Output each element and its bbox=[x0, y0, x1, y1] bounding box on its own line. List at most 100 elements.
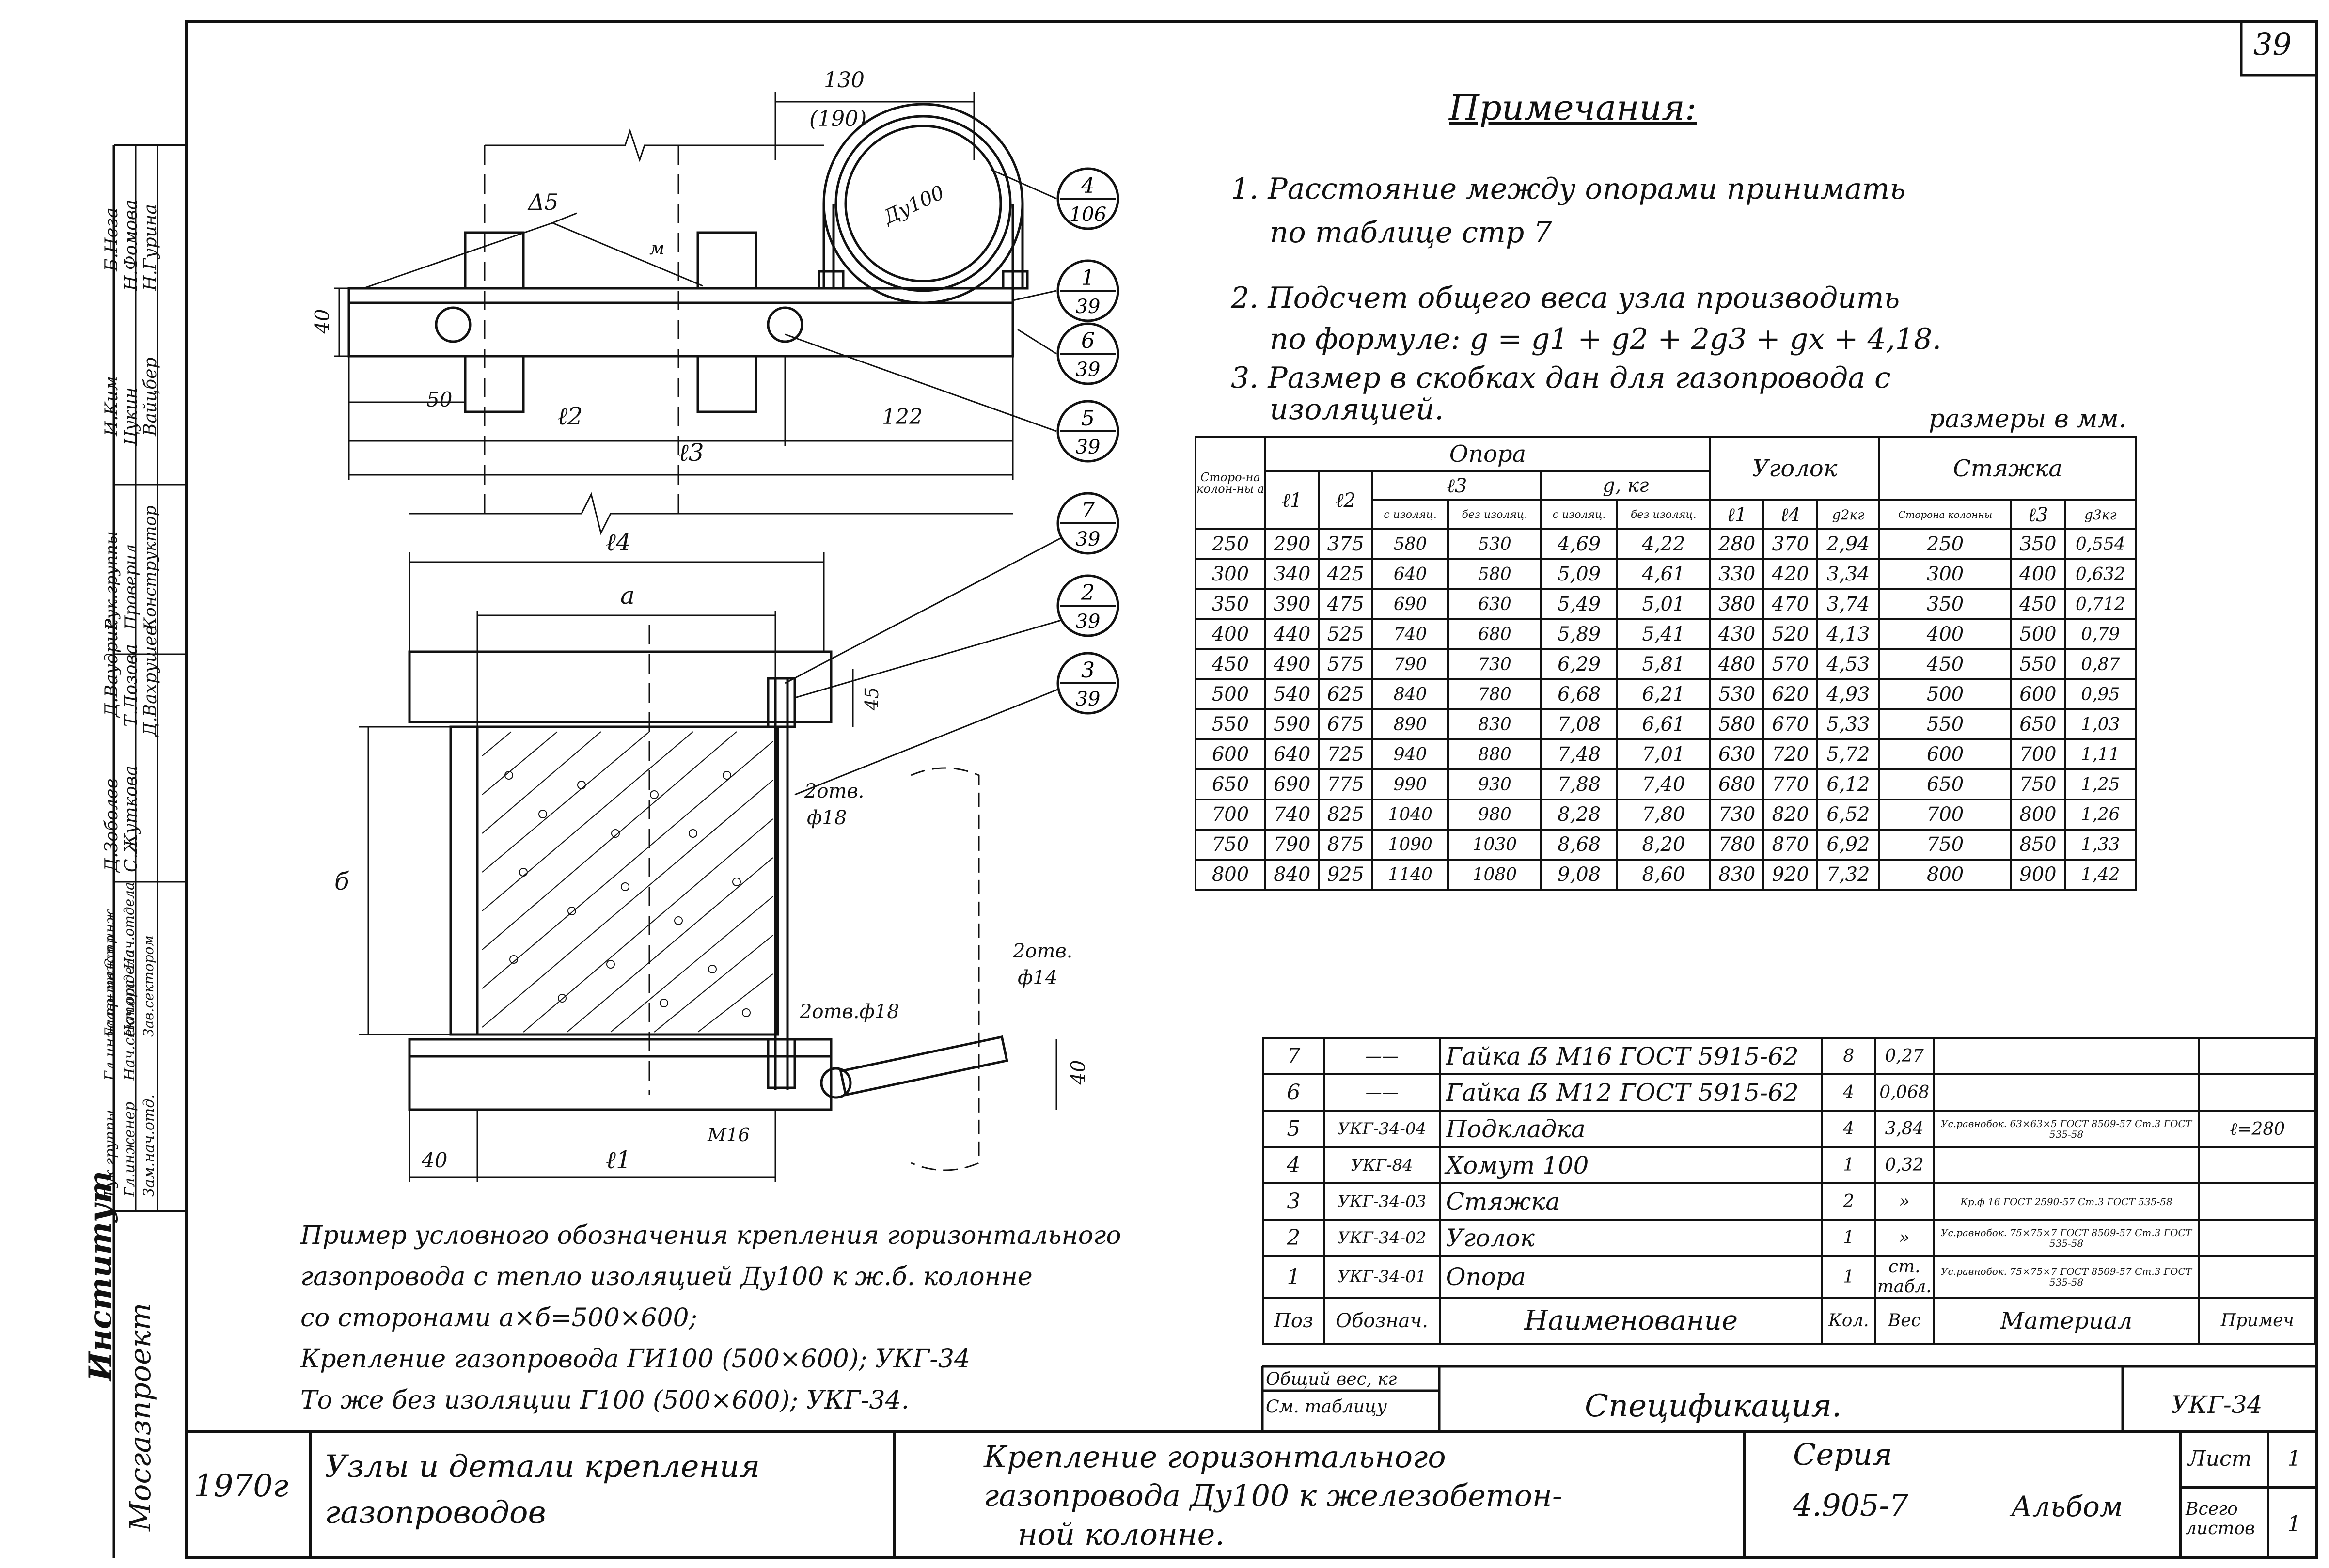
table-cell: 1090 bbox=[1371, 829, 1449, 861]
spec-qty-cell: 1 bbox=[1821, 1219, 1876, 1257]
callout-number: 2 bbox=[1081, 580, 1095, 605]
table-cell: 4,61 bbox=[1616, 558, 1711, 590]
table-cell: 790 bbox=[1264, 829, 1320, 861]
table-cell: 280 bbox=[1709, 528, 1765, 560]
spec-name-cell: Подкладка bbox=[1439, 1110, 1823, 1148]
institute-label: Институт bbox=[82, 1170, 119, 1381]
table-cell: 7,88 bbox=[1540, 768, 1618, 800]
stamp-name: Д.Вахрушев bbox=[141, 625, 160, 737]
callout-number: 3 bbox=[1081, 658, 1095, 683]
dim-45: 45 bbox=[861, 687, 883, 711]
table-cell: 625 bbox=[1318, 678, 1373, 710]
note-line-5: 3. Размер в скобках дан для газопровода … bbox=[1231, 361, 1891, 395]
bolt-mid bbox=[767, 306, 803, 343]
dim-122: 122 bbox=[882, 405, 923, 429]
table-cell: 5,01 bbox=[1616, 588, 1711, 620]
spec-footer-lines bbox=[1261, 1365, 2316, 1432]
spec-pos-cell: 7 bbox=[1262, 1037, 1325, 1075]
table-cell: 5,89 bbox=[1540, 618, 1618, 650]
table-cell: 640 bbox=[1371, 558, 1449, 590]
spec-pos-cell: 2 bbox=[1262, 1219, 1325, 1257]
table-cell: 8,60 bbox=[1616, 859, 1711, 891]
stamp-role: Конструктор bbox=[141, 505, 160, 630]
table-cell: 250 bbox=[1878, 528, 2013, 560]
table-cell: 0,632 bbox=[2063, 558, 2138, 590]
callout-5: 539 bbox=[1056, 400, 1119, 463]
table-cell: 480 bbox=[1709, 648, 1765, 680]
spec-pos-cell: 1 bbox=[1262, 1255, 1325, 1299]
table-cell: 8,68 bbox=[1540, 829, 1618, 861]
table-cell: 6,68 bbox=[1540, 678, 1618, 710]
stamp-name: Т.Лозова bbox=[121, 644, 141, 727]
table-cell: 570 bbox=[1762, 648, 1818, 680]
units-note: размеры в мм. bbox=[1929, 405, 2127, 434]
table-cell: 3,74 bbox=[1816, 588, 1880, 620]
spec-weight-cell: 3,84 bbox=[1874, 1110, 1935, 1148]
bolt-left bbox=[435, 306, 472, 343]
angle-g-header: g2кг bbox=[1816, 499, 1880, 530]
table-cell: 9,08 bbox=[1540, 859, 1618, 891]
table-cell: 490 bbox=[1264, 648, 1320, 680]
example-line-3: со сторонами a×б=500×600; bbox=[300, 1303, 698, 1333]
table-cell: 550 bbox=[1878, 708, 2013, 740]
table-cell: 6,12 bbox=[1816, 768, 1880, 800]
sheet-value: 1 bbox=[2287, 1446, 2301, 1471]
table-cell: 0,87 bbox=[2063, 648, 2138, 680]
table-cell: 600 bbox=[2010, 678, 2066, 710]
tie-header: Стяжка bbox=[1878, 436, 2138, 501]
table-cell: 500 bbox=[2010, 618, 2066, 650]
callout-1: 139 bbox=[1056, 259, 1119, 322]
table-cell: 7,80 bbox=[1616, 799, 1711, 831]
stamp-role: Гл.инженер bbox=[121, 1101, 138, 1197]
spec-title: Спецификация. bbox=[1585, 1388, 1842, 1424]
callout-sheet: 39 bbox=[1076, 611, 1101, 633]
l2-header: ℓ2 bbox=[1318, 470, 1373, 530]
table-cell: 6,92 bbox=[1816, 829, 1880, 861]
table-cell: 675 bbox=[1318, 708, 1373, 740]
table-cell: 630 bbox=[1447, 588, 1542, 620]
table-cell: 330 bbox=[1709, 558, 1765, 590]
table-cell: 530 bbox=[1447, 528, 1542, 560]
table-cell: 930 bbox=[1447, 768, 1542, 800]
table-cell: 720 bbox=[1762, 738, 1818, 770]
spec-note-cell bbox=[2198, 1146, 2316, 1184]
example-line-4: Крепление газопровода ГИ100 (500×600); У… bbox=[300, 1345, 971, 1374]
table-cell: 7,01 bbox=[1616, 738, 1711, 770]
holes-label-3: 2отв. bbox=[1013, 940, 1073, 962]
table-cell: 750 bbox=[2010, 768, 2066, 800]
table-cell: 1,03 bbox=[2063, 708, 2138, 740]
callout-2: 239 bbox=[1056, 574, 1119, 637]
spec-note-header: Примеч bbox=[2198, 1297, 2316, 1345]
holes-label-1b: ф18 bbox=[807, 807, 847, 829]
callout-sheet: 39 bbox=[1076, 688, 1101, 710]
pipe-circle bbox=[844, 125, 1002, 282]
table-cell: 370 bbox=[1762, 528, 1818, 560]
note-line-3: 2. Подсчет общего веса узла производить bbox=[1231, 281, 1900, 315]
notes-title: Примечания: bbox=[1449, 87, 1697, 128]
dim-a: a bbox=[620, 581, 635, 610]
series-label: Серия bbox=[1793, 1437, 1892, 1472]
drawing-title-3: ной колонне. bbox=[1018, 1517, 1225, 1552]
table-cell: 1,42 bbox=[2063, 859, 2138, 891]
table-cell: 650 bbox=[1878, 768, 2013, 800]
table-cell: 5,72 bbox=[1816, 738, 1880, 770]
spec-note-cell bbox=[2198, 1255, 2316, 1299]
spec-code-cell: УКГ-34-02 bbox=[1322, 1219, 1441, 1257]
table-cell: 750 bbox=[1878, 829, 2013, 861]
callout-sheet: 106 bbox=[1070, 204, 1106, 226]
spec-qty-cell: 2 bbox=[1821, 1182, 1876, 1221]
table-cell: 840 bbox=[1371, 678, 1449, 710]
table-cell: 870 bbox=[1762, 829, 1818, 861]
stamp-name: Н.Гурина bbox=[141, 204, 160, 291]
